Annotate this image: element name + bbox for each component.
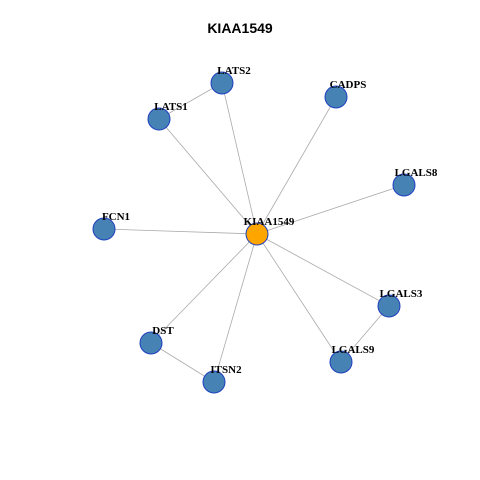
node-itsn2	[202, 370, 226, 394]
node-label-cadps: CADPS	[330, 79, 367, 91]
node-lgals9	[329, 350, 353, 374]
node-label-lgals3: LGALS3	[380, 288, 423, 300]
node-label-lgals8: LGALS8	[395, 167, 438, 179]
edge-lgals3-lgals9	[340, 305, 390, 363]
node-fcn1	[92, 217, 116, 241]
edge-kiaa1549-itsn2	[213, 233, 258, 383]
edge-kiaa1549-lgals3	[256, 233, 390, 307]
node-label-lats1: LATS1	[154, 101, 187, 113]
edge-kiaa1549-fcn1	[103, 228, 258, 235]
node-label-itsn2: ITSN2	[210, 364, 242, 376]
edge-kiaa1549-dst	[150, 233, 258, 344]
edge-layer	[103, 82, 405, 383]
node-dst	[139, 331, 163, 355]
edge-kiaa1549-cadps	[256, 96, 337, 235]
node-lgals8	[392, 173, 416, 197]
node-kiaa1549	[245, 222, 269, 246]
edge-kiaa1549-lats2	[221, 82, 258, 235]
edge-kiaa1549-lats1	[158, 118, 258, 235]
node-label-fcn1: FCN1	[102, 211, 130, 223]
edge-kiaa1549-lgals8	[256, 184, 405, 235]
node-lgals3	[377, 294, 401, 318]
node-lats2	[210, 71, 234, 95]
edge-lats1-lats2	[158, 82, 223, 120]
edge-dst-itsn2	[150, 342, 215, 383]
node-label-lats2: LATS2	[217, 65, 251, 77]
node-label-dst: DST	[152, 325, 174, 337]
node-cadps	[324, 85, 348, 109]
node-label-lgals9: LGALS9	[332, 344, 375, 356]
node-lats1	[147, 107, 171, 131]
graph-title: KIAA1549	[207, 20, 273, 36]
node-label-kiaa1549: KIAA1549	[244, 216, 295, 228]
edge-kiaa1549-lgals9	[256, 233, 342, 363]
